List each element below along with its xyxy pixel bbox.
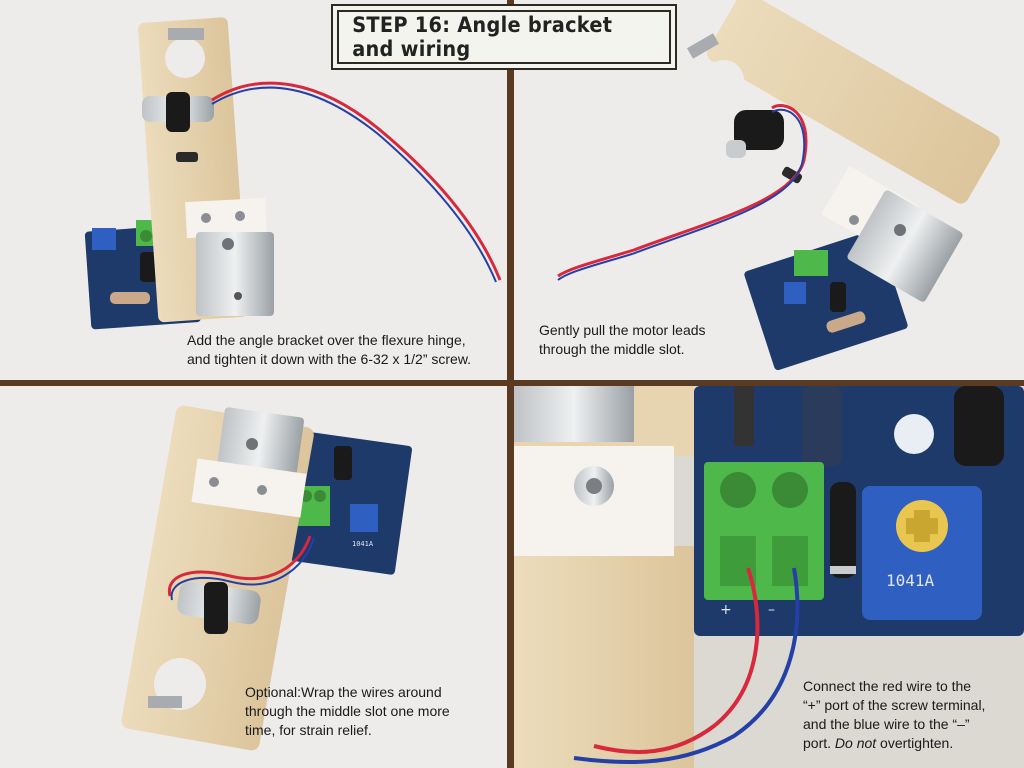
screw-terminal [704, 462, 824, 600]
caption-3-line-3: time, for strain relief. [245, 722, 372, 738]
wire-blue [573, 567, 800, 765]
angle-bracket [847, 190, 963, 302]
caption-4-line-2: “+” port of the screw terminal, [803, 697, 986, 713]
photo-panel-4: + – 1041A [514, 386, 1024, 768]
plus-label: + [720, 602, 732, 618]
hinge-strip [191, 458, 307, 518]
wire-red [557, 104, 808, 278]
motor [726, 110, 784, 158]
motor [142, 92, 214, 132]
caption-4: Connect the red wire to the “+” port of … [803, 677, 985, 753]
caption-1-line-1: Add the angle bracket over the flexure h… [187, 332, 466, 348]
wood-arm [687, 0, 1000, 204]
caption-3-line-1: Optional:Wrap the wires around [245, 684, 442, 700]
caption-3: Optional:Wrap the wires around through t… [245, 683, 450, 740]
wire-blue [170, 537, 315, 601]
caption-4-line-4-suffix: overtighten. [876, 735, 954, 751]
wood-arm [514, 386, 694, 768]
caption-1-line-2: and tighten it down with the 6-32 x 1/2”… [187, 351, 472, 367]
hinge-strip [185, 197, 267, 239]
wire-red [211, 81, 502, 281]
pot: 1041A [862, 486, 982, 620]
caption-4-line-1: Connect the red wire to the [803, 678, 972, 694]
photo-panel-2: Gently pull the motor leads through the … [514, 0, 1024, 380]
minus-label: – [768, 602, 775, 618]
diode [830, 482, 856, 578]
caption-4-line-4: port. Do not overtighten. [803, 734, 985, 753]
caption-2: Gently pull the motor leads through the … [539, 321, 706, 359]
panel-3-illustration: 1041A [121, 405, 412, 751]
angle-bracket [196, 232, 274, 316]
panel-1-illustration [84, 17, 502, 330]
caption-3-line-2: through the middle slot one more [245, 703, 450, 719]
panel-2-illustration [557, 0, 1000, 371]
wire-red [593, 567, 760, 754]
caption-1: Add the angle bracket over the flexure h… [187, 331, 471, 369]
caption-4-line-4-prefix: port. [803, 735, 835, 751]
panel-4-illustration: + – 1041A [514, 386, 1024, 768]
wire-blue [557, 108, 806, 281]
horizontal-divider [0, 380, 1024, 386]
hinge-strip [514, 446, 674, 556]
caption-2-line-2: through the middle slot. [539, 341, 685, 357]
pcb-board: 1041A [284, 431, 412, 575]
angle-bracket [514, 386, 634, 442]
step-title-box: STEP 16: Angle bracket and wiring [337, 10, 671, 64]
caption-2-line-1: Gently pull the motor leads [539, 322, 706, 338]
pot-code-label-large: 1041A [886, 571, 935, 590]
step-title: STEP 16: Angle bracket and wiring [352, 13, 613, 61]
motor [177, 581, 261, 634]
pot-code-label: 1041A [352, 540, 374, 548]
wire-blue [211, 86, 497, 283]
caption-4-line-4-italic: Do not [834, 735, 877, 751]
photo-panel-3: 1041A Optional:Wrap the wires around thr… [0, 386, 507, 768]
wire-red [167, 535, 312, 597]
caption-4-line-3: and the blue wire to the “–” [803, 716, 970, 732]
